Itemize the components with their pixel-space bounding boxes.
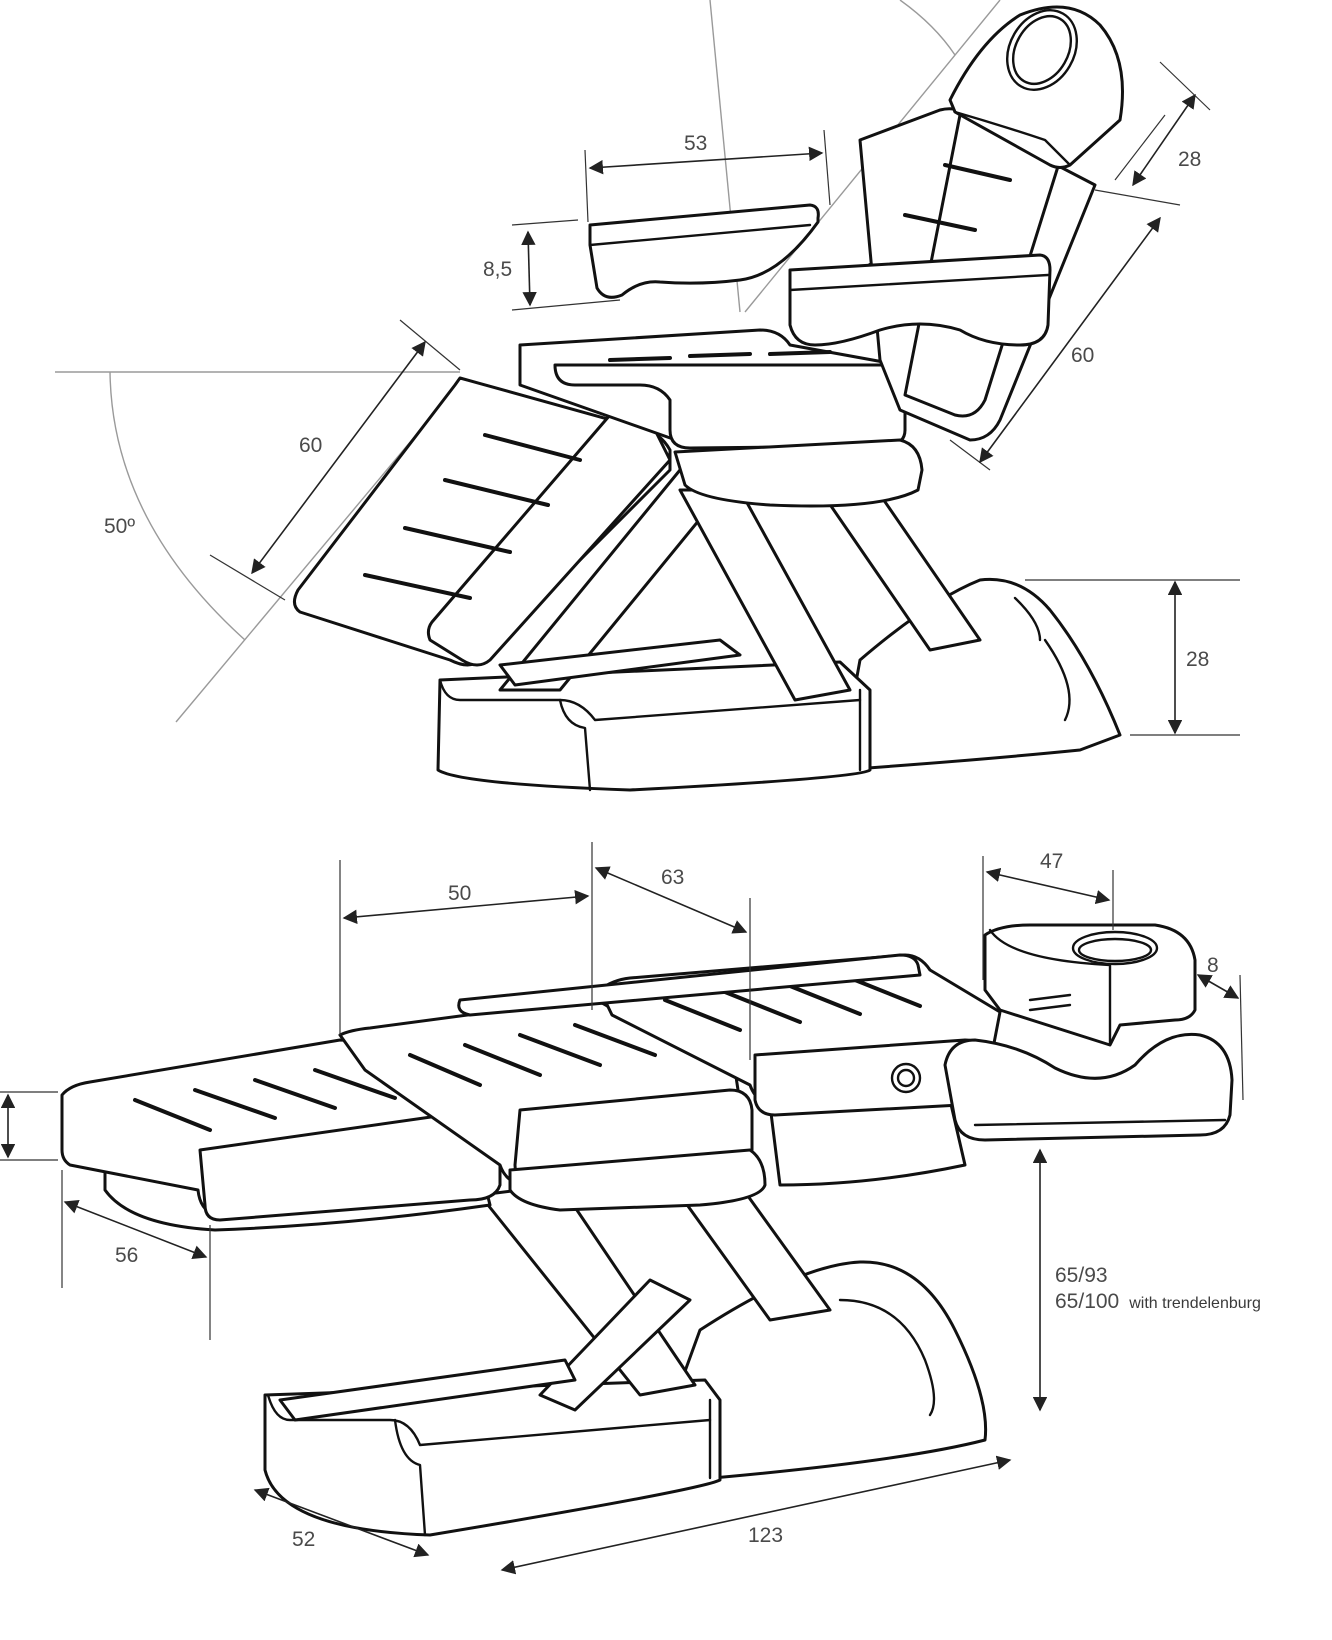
- dim-height-range-trend-value: 65/100: [1055, 1290, 1119, 1313]
- dim-armrest-height: 8,5: [483, 258, 512, 281]
- reclined-chair-view: 28 53 8,5 60 60 50º 28: [55, 0, 1240, 792]
- dim-armrest-span: 53: [684, 132, 707, 155]
- base-top: [436, 577, 1122, 792]
- dim-height-range-trend: 65/100 with trendelenburg: [1055, 1290, 1261, 1313]
- seat-bottom: [338, 998, 767, 1212]
- dimension-lines-bottom: [0, 842, 1244, 1575]
- dim-headrest-length-top: 28: [1178, 148, 1201, 171]
- dim-backrest-width: 50: [448, 882, 471, 905]
- seat-top: [518, 328, 924, 508]
- headrest-bottom: [983, 923, 1197, 1047]
- headrest-face-hole-bottom: [1071, 930, 1159, 966]
- dim-seat-length: 63: [661, 866, 684, 889]
- lift-frame-top: [498, 468, 982, 702]
- lift-frame-bottom: [278, 1183, 832, 1422]
- dim-legrest-angle: 50º: [104, 515, 135, 538]
- dim-height-range-trend-note: with trendelenburg: [1128, 1295, 1261, 1312]
- dim-total-length: 123: [748, 1524, 783, 1547]
- headrest-face-hole: [1006, 9, 1078, 91]
- dim-base-height: 28: [1186, 648, 1209, 671]
- dimension-lines-top: [209, 61, 1240, 736]
- dim-legrest-length: 60: [299, 434, 322, 457]
- armrest-left-top: [588, 203, 820, 299]
- dim-backrest-length: 60: [1071, 344, 1094, 367]
- armrest-right-bottom: [943, 993, 1234, 1142]
- headrest-top: [948, 5, 1124, 169]
- armrest-left-bottom: [457, 953, 922, 1017]
- dim-base-width: 52: [292, 1528, 315, 1551]
- backrest-control-knob: [890, 1062, 922, 1094]
- dim-headrest-height: 8: [1207, 954, 1219, 977]
- dim-headrest-length-bottom: 47: [1040, 850, 1063, 873]
- flat-chair-view: 50 63 47 8 56 52 123 65/93 65/100 with t…: [0, 842, 1261, 1575]
- dim-legrest-width: 56: [115, 1244, 138, 1267]
- dim-height-range: 65/93: [1055, 1264, 1108, 1287]
